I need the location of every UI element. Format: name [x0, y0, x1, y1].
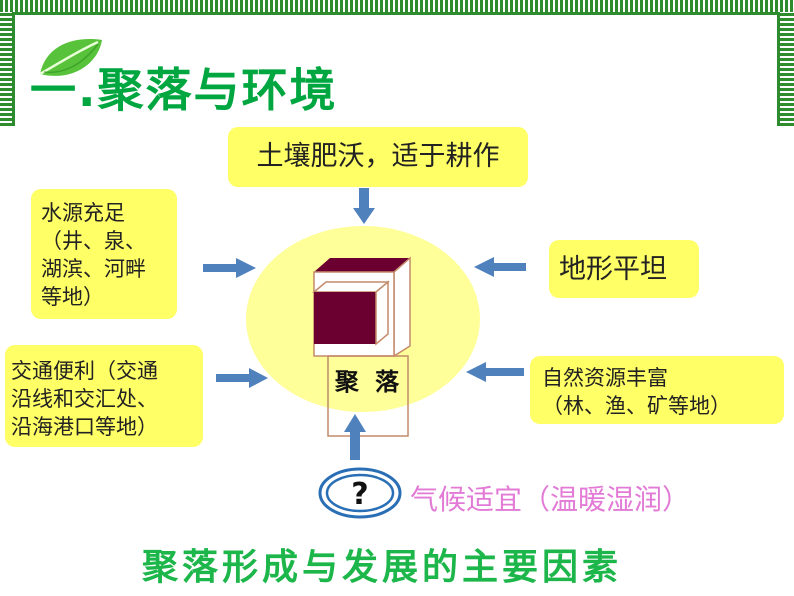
question-mark-icon: ? [318, 467, 402, 519]
arrow-right-icon [203, 258, 256, 278]
frame-inner-line [12, 12, 15, 126]
factor-climate-text: 气候适宜（温暖湿润） [410, 483, 691, 516]
factor-resources-line: （林、渔、矿等地） [542, 394, 731, 418]
factor-transport-line: 交通便利（交通 [11, 359, 158, 383]
factor-water-line: 湖滨、河畔 [41, 257, 146, 281]
leaf-icon [39, 39, 102, 76]
factor-resources-box: 自然资源丰富 （林、渔、矿等地） [530, 356, 784, 424]
factor-transport-box: 交通便利（交通 沿线和交汇处、 沿海港口等地） [5, 345, 203, 447]
factor-transport-line: 沿海港口等地） [11, 415, 158, 439]
arrow-left-icon [466, 362, 524, 382]
factor-resources-line: 自然资源丰富 [542, 366, 668, 390]
factor-soil-box: 土壤肥沃，适于耕作 [228, 127, 528, 187]
arrow-right-icon [216, 368, 268, 388]
factor-terrain-box: 地形平坦 [549, 240, 699, 298]
diagram-caption: 聚落形成与发展的主要因素 [142, 546, 623, 588]
frame-inner-line [12, 12, 780, 15]
frame-top-border [0, 0, 794, 12]
page-title: 一.聚落与环境 [30, 63, 338, 117]
svg-text:?: ? [351, 477, 368, 512]
frame-left-border [0, 12, 12, 126]
arrow-left-icon [474, 257, 526, 277]
house-icon [311, 256, 411, 437]
factor-water-box: 水源充足 （井、泉、 湖滨、河畔 等地） [31, 189, 177, 319]
frame-inner-line [777, 12, 780, 126]
factor-water-line: （井、泉、 [41, 229, 146, 253]
factor-water-line: 水源充足 [41, 201, 125, 225]
frame-right-border [780, 12, 794, 126]
factor-water-line: 等地） [41, 285, 104, 309]
factor-transport-line: 沿线和交汇处、 [11, 387, 158, 411]
arrow-down-icon [353, 188, 375, 224]
settlement-label: 聚 落 [334, 367, 404, 396]
